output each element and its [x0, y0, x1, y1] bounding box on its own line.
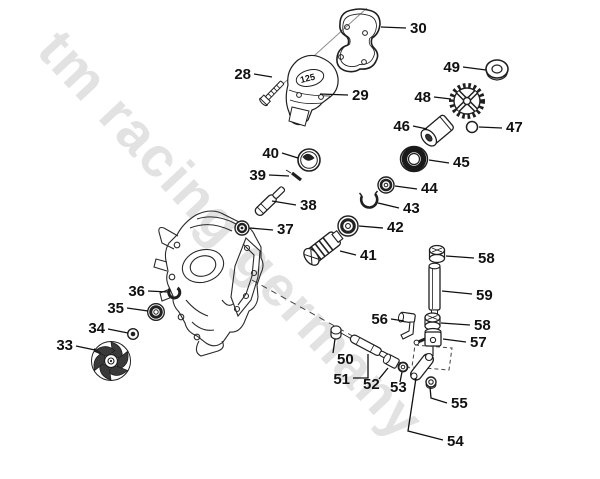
label-41: 41 [360, 247, 377, 264]
part-28-bolt [259, 80, 285, 107]
label-42: 42 [387, 219, 404, 236]
label-58-lower: 58 [474, 317, 491, 334]
label-28: 28 [234, 66, 251, 83]
label-46: 46 [393, 118, 410, 135]
part-49-bushing [485, 59, 509, 81]
part-40-cap [297, 148, 321, 172]
label-45: 45 [453, 154, 470, 171]
label-37: 37 [277, 221, 294, 238]
dashed-axis-line [251, 279, 411, 369]
part-36-clip [167, 286, 182, 300]
label-34: 34 [88, 320, 105, 337]
part-59-rod [428, 262, 441, 317]
label-30: 30 [410, 20, 427, 37]
part-56-fitting [397, 311, 416, 340]
label-35: 35 [107, 300, 124, 317]
part-54-lever [410, 352, 434, 381]
part-34-nut [126, 328, 139, 341]
dashed-plate-outline [411, 344, 453, 371]
label-59: 59 [476, 287, 493, 304]
label-40: 40 [262, 145, 279, 162]
part-39-pin [285, 169, 302, 182]
leader-lines [75, 26, 503, 441]
part-55-nut [425, 376, 437, 390]
label-38: 38 [300, 197, 317, 214]
part-43-circlip [358, 190, 379, 209]
label-53: 53 [390, 379, 407, 396]
part-48-sprocket [449, 83, 485, 119]
label-48: 48 [414, 89, 431, 106]
label-52: 52 [363, 376, 380, 393]
part-29-pump-cover [285, 54, 339, 127]
part-44-bearing [377, 176, 395, 194]
part-42-seal-bearing [337, 215, 359, 237]
label-43: 43 [403, 200, 420, 217]
part-58-lower-nut [424, 312, 441, 331]
label-57: 57 [470, 334, 487, 351]
label-56: 56 [371, 311, 388, 328]
label-54: 54 [447, 433, 464, 450]
part-47-ball [465, 120, 479, 134]
part-52-bushing [382, 353, 400, 369]
cover-badge-125: 125 [299, 72, 316, 85]
crankcase-drawing [153, 210, 264, 357]
part-41-tensioner [303, 229, 344, 266]
label-29: 29 [352, 87, 369, 104]
label-33: 33 [56, 337, 73, 354]
label-58-upper: 58 [478, 250, 495, 267]
part-45-seal-ring [399, 145, 429, 173]
part-35-seal [147, 303, 165, 321]
part-57-block [413, 327, 442, 356]
part-58-upper-nut [428, 244, 446, 264]
part-37-bearing [234, 220, 250, 236]
part-number-labels: 28 29 30 33 34 35 36 37 38 39 40 41 42 4… [56, 20, 522, 450]
part-38-shaft [254, 186, 286, 217]
part-30-gasket [336, 8, 381, 73]
label-36: 36 [128, 283, 145, 300]
label-51: 51 [333, 371, 350, 388]
label-55: 55 [451, 395, 468, 412]
label-44: 44 [421, 180, 438, 197]
label-49: 49 [443, 59, 460, 76]
part-53-ring [397, 361, 409, 373]
label-47: 47 [506, 119, 523, 136]
label-50: 50 [337, 351, 354, 368]
part-50-collar [330, 325, 354, 341]
part-46-plug [420, 114, 454, 147]
part-33-impeller [91, 341, 131, 381]
label-39: 39 [249, 167, 266, 184]
